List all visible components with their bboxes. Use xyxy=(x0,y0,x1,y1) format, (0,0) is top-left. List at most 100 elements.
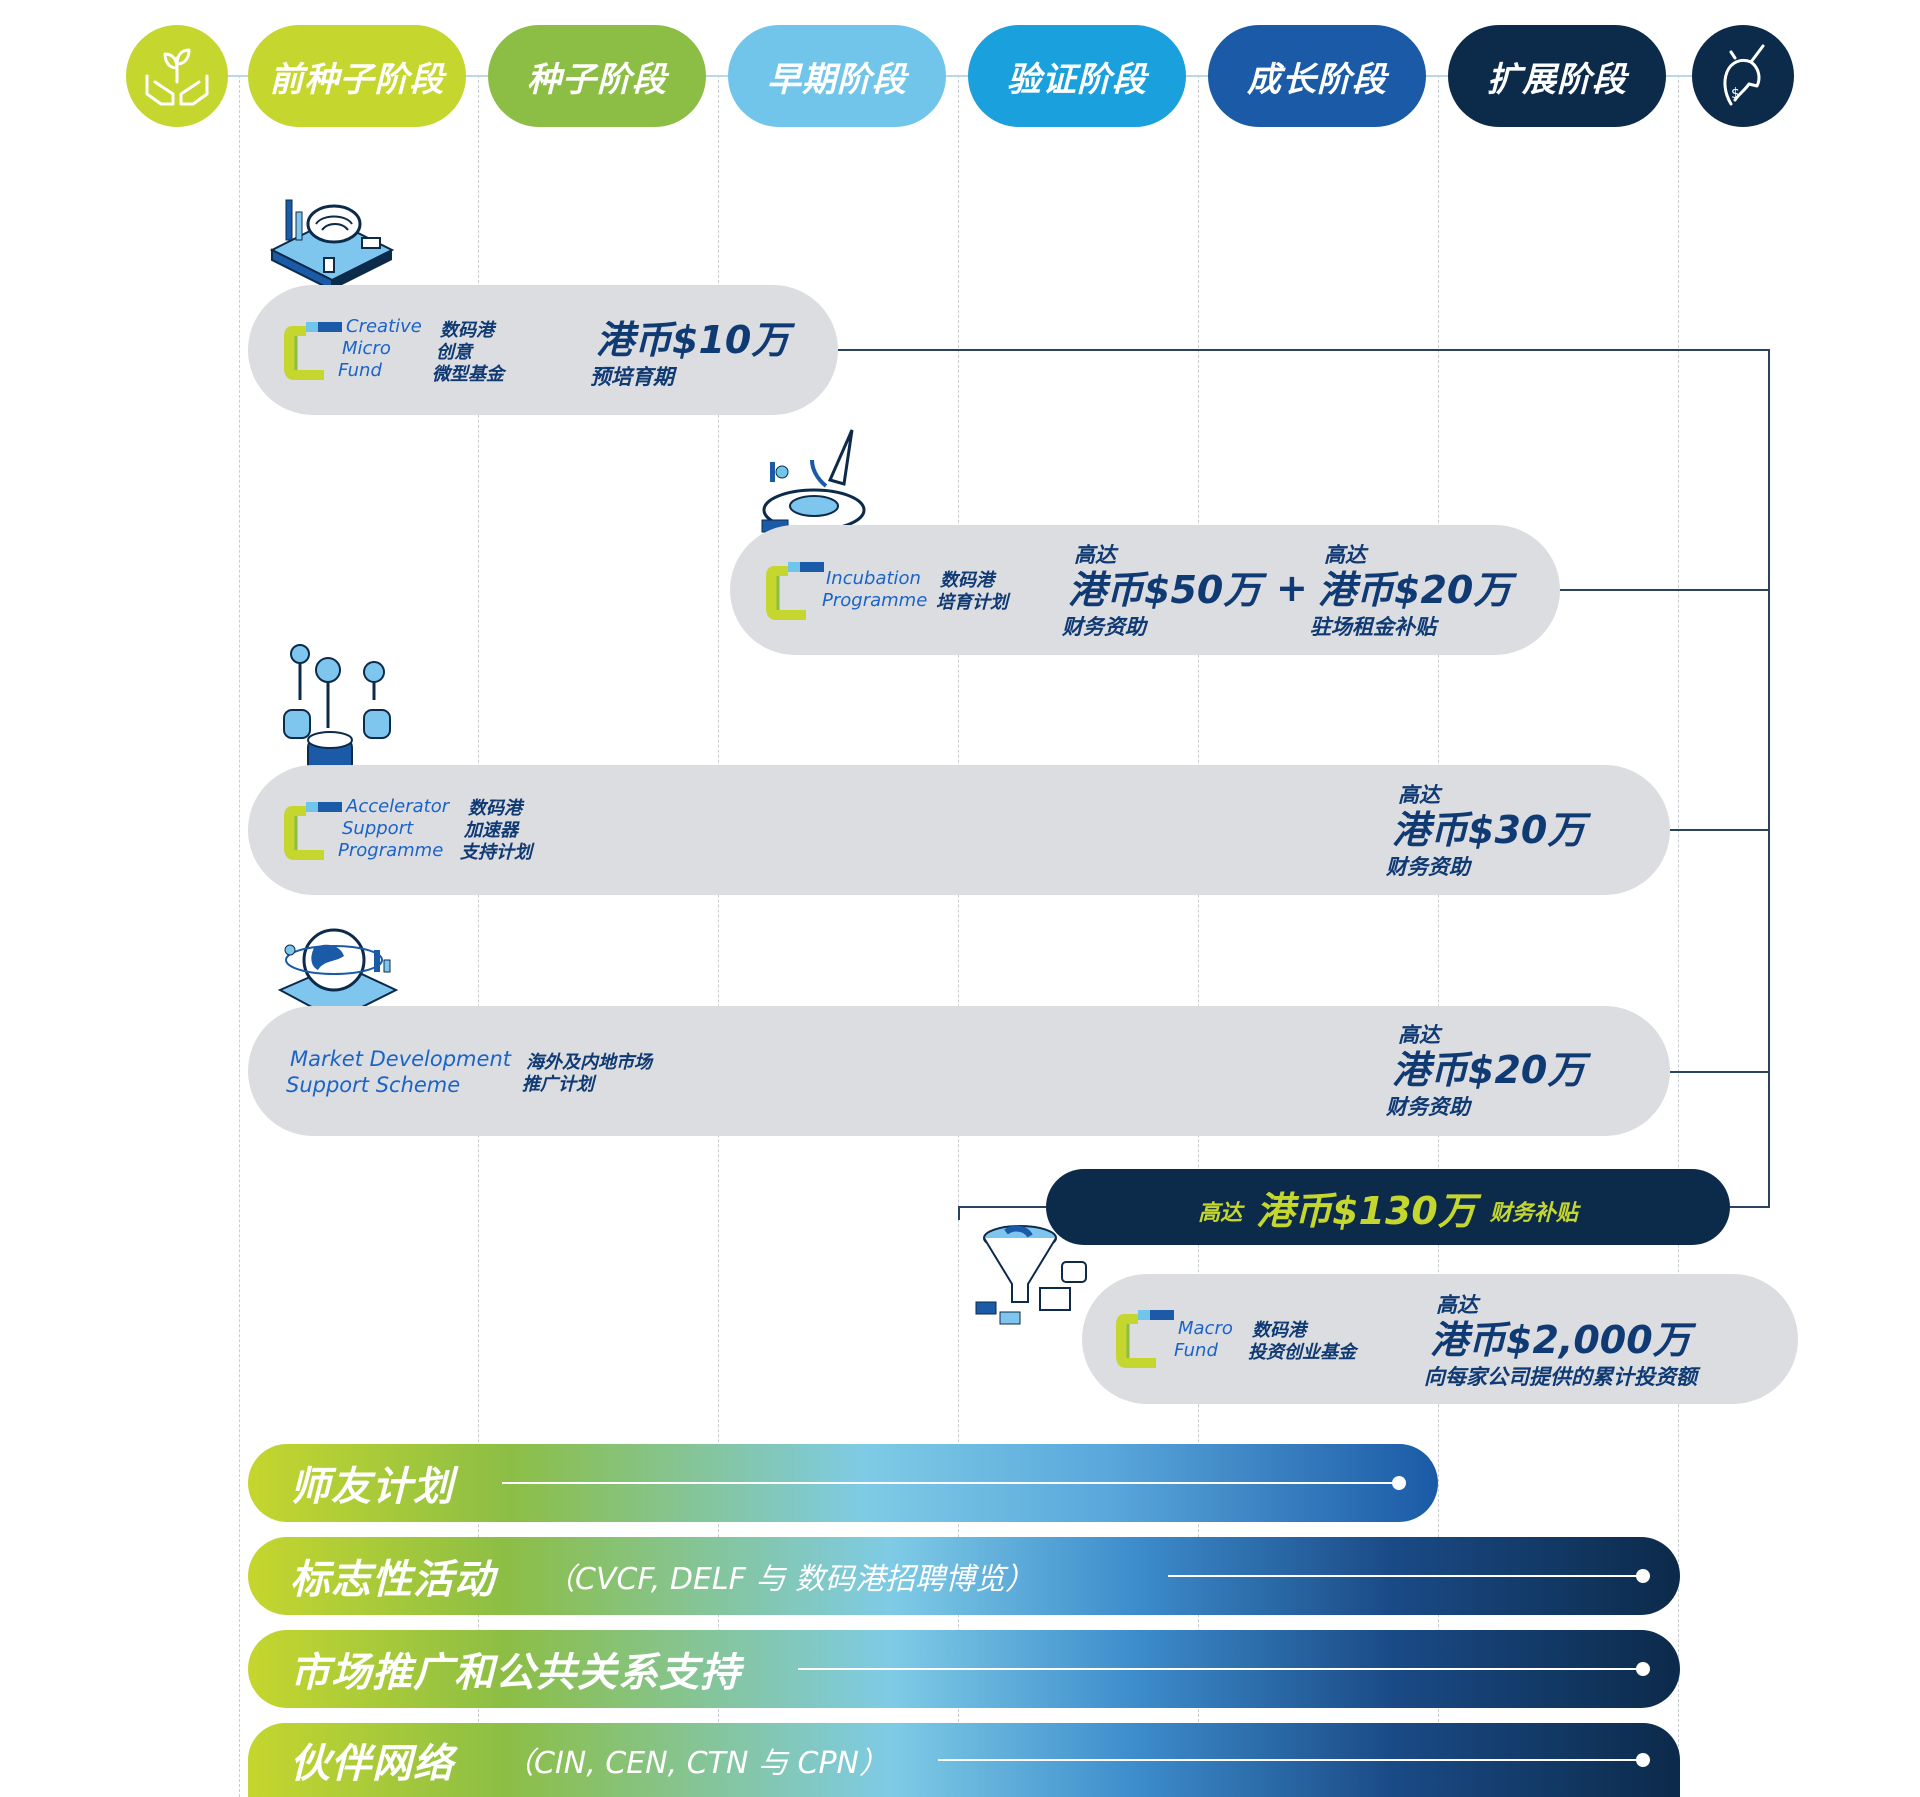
support-bar-title: 伙伴网络 xyxy=(290,1741,454,1787)
support-bar-dot xyxy=(1636,1662,1650,1676)
support-bar-mentorship: 师友计划 xyxy=(248,1444,1438,1522)
accelerator-en-line: Programme xyxy=(338,840,444,861)
macro-en-line: Macro xyxy=(1178,1318,1233,1339)
stage-start-circle xyxy=(126,25,228,127)
accelerator-en-name: Accelerator Support Programme xyxy=(338,796,450,862)
market-cn-line: 海外及内地市场 xyxy=(526,1052,652,1073)
bracket-line xyxy=(958,1206,960,1220)
stage-seed: 种子阶段 xyxy=(488,25,706,127)
programme-incubation-pill xyxy=(730,525,1560,655)
incubation-en-name: Incubation Programme xyxy=(822,568,927,612)
stage-validation: 验证阶段 xyxy=(968,25,1186,127)
cmf-amount: 港币$10万 xyxy=(596,318,790,362)
support-bar-title: 师友计划 xyxy=(290,1464,454,1510)
market-cn-name: 海外及内地市场 推广计划 xyxy=(522,1052,652,1096)
cyberport-logo-icon xyxy=(284,322,342,380)
incubation-prefix-2: 高达 xyxy=(1324,543,1366,567)
support-bar-flagship-events: 标志性活动 （CVCF, DELF 与 数码港招聘博览） xyxy=(248,1537,1680,1615)
accelerator-cn-line: 加速器 xyxy=(464,820,518,841)
macro-prefix: 高达 xyxy=(1436,1293,1478,1317)
stage-label: 扩展阶段 xyxy=(1487,59,1627,100)
stage-early: 早期阶段 xyxy=(728,25,946,127)
support-bar-dot xyxy=(1636,1753,1650,1767)
stage-connector xyxy=(180,75,1730,77)
support-bar-line xyxy=(938,1759,1646,1761)
cmf-cn-line: 创意 xyxy=(436,342,472,363)
stage-guide-line xyxy=(1678,75,1679,1797)
robot-arms-illustration xyxy=(283,644,391,777)
market-en-line: Market Development xyxy=(290,1047,511,1071)
total-prefix: 高达 xyxy=(1198,1201,1243,1226)
stage-label: 成长阶段 xyxy=(1247,59,1387,100)
total-subsidy-pill: 高达 港币$130万 财务补贴 xyxy=(1046,1169,1730,1245)
incubation-note-1: 财务资助 xyxy=(1062,615,1146,639)
hands-plant-icon xyxy=(145,48,209,106)
market-prefix: 高达 xyxy=(1398,1023,1440,1047)
accelerator-cn-line: 支持计划 xyxy=(460,842,532,863)
cmf-en-line: Fund xyxy=(338,360,382,381)
support-bar-title: 标志性活动 xyxy=(290,1557,495,1603)
macro-en-name: Macro Fund xyxy=(1174,1318,1233,1362)
accelerator-en-line: Support xyxy=(342,818,414,839)
incubation-cn-line: 培育计划 xyxy=(936,592,1008,613)
incubation-amount-1: 港币$50万 xyxy=(1068,568,1262,612)
accelerator-amount: 港币$30万 xyxy=(1392,808,1586,852)
cmf-cn-name: 数码港 创意 微型基金 xyxy=(432,320,504,386)
support-bar-marketing-pr: 市场推广和公共关系支持 xyxy=(248,1630,1680,1708)
cmf-amount-note: 预培育期 xyxy=(590,365,674,389)
bracket-line xyxy=(1730,1206,1770,1208)
programme-cmf-pill xyxy=(248,285,838,415)
bracket-line xyxy=(958,1206,1046,1208)
support-bar-line xyxy=(502,1482,1402,1484)
accelerator-en-line: Accelerator xyxy=(346,796,450,817)
incubation-cn-name: 数码港 培育计划 xyxy=(936,570,1008,614)
cmf-en-line: Creative xyxy=(346,316,422,337)
macro-amount: 港币$2,000万 xyxy=(1430,1318,1691,1362)
stage-guide-line xyxy=(718,75,719,1797)
stage-guide-line xyxy=(239,75,240,1797)
cmf-cn-line: 微型基金 xyxy=(432,364,504,385)
unicorn-dollar-icon: $ xyxy=(1723,44,1765,106)
bracket-line xyxy=(838,349,1770,351)
bracket-line xyxy=(1670,829,1770,831)
incubation-prefix-1: 高达 xyxy=(1074,543,1116,567)
circuit-brain-illustration xyxy=(269,199,395,292)
programme-macro-pill xyxy=(1082,1274,1798,1404)
market-en-name: Market Development Support Scheme xyxy=(286,1046,511,1098)
accelerator-cn-line: 数码港 xyxy=(468,798,522,819)
stage-pre-seed: 前种子阶段 xyxy=(248,25,466,127)
funnel-investment-illustration xyxy=(975,1225,1087,1325)
stage-guide-line xyxy=(478,75,479,1797)
stage-guide-line xyxy=(1438,75,1439,1797)
incubation-plus: + xyxy=(1276,566,1308,610)
globe-network-illustration xyxy=(277,928,399,1022)
incubation-cn-line: 数码港 xyxy=(940,570,994,591)
macro-note: 向每家公司提供的累计投资额 xyxy=(1424,1365,1697,1389)
cyberport-logo-icon xyxy=(284,802,342,860)
accelerator-note: 财务资助 xyxy=(1386,855,1470,879)
incubation-en-line: Programme xyxy=(822,590,928,611)
svg-text:$: $ xyxy=(1731,86,1740,102)
support-bar-title: 市场推广和公共关系支持 xyxy=(290,1650,741,1696)
total-suffix: 财务补贴 xyxy=(1489,1201,1578,1226)
incubation-note-2: 驻场租金补贴 xyxy=(1310,615,1436,639)
cmf-cn-line: 数码港 xyxy=(440,320,494,341)
market-en-line: Support Scheme xyxy=(286,1073,461,1097)
macro-cn-line: 数码港 xyxy=(1252,1320,1306,1341)
total-amount: 港币$130万 xyxy=(1256,1188,1476,1233)
macro-en-line: Fund xyxy=(1174,1340,1218,1361)
accelerator-cn-name: 数码港 加速器 支持计划 xyxy=(460,798,532,864)
bracket-line xyxy=(1670,1071,1770,1073)
stage-label: 种子阶段 xyxy=(527,59,667,100)
accelerator-prefix: 高达 xyxy=(1398,783,1440,807)
market-amount: 港币$20万 xyxy=(1392,1048,1586,1092)
stage-label: 前种子阶段 xyxy=(269,59,445,100)
support-bar-dot xyxy=(1636,1569,1650,1583)
macro-cn-name: 数码港 投资创业基金 xyxy=(1248,1320,1356,1364)
bracket-line xyxy=(1560,589,1770,591)
stage-label: 验证阶段 xyxy=(1007,59,1147,100)
bracket-line xyxy=(1768,350,1770,1208)
market-cn-line: 推广计划 xyxy=(522,1074,594,1095)
support-bar-subtitle: （CIN, CEN, CTN 与 CPN） xyxy=(504,1746,889,1781)
cmf-en-name: Creative Micro Fund xyxy=(338,316,422,382)
